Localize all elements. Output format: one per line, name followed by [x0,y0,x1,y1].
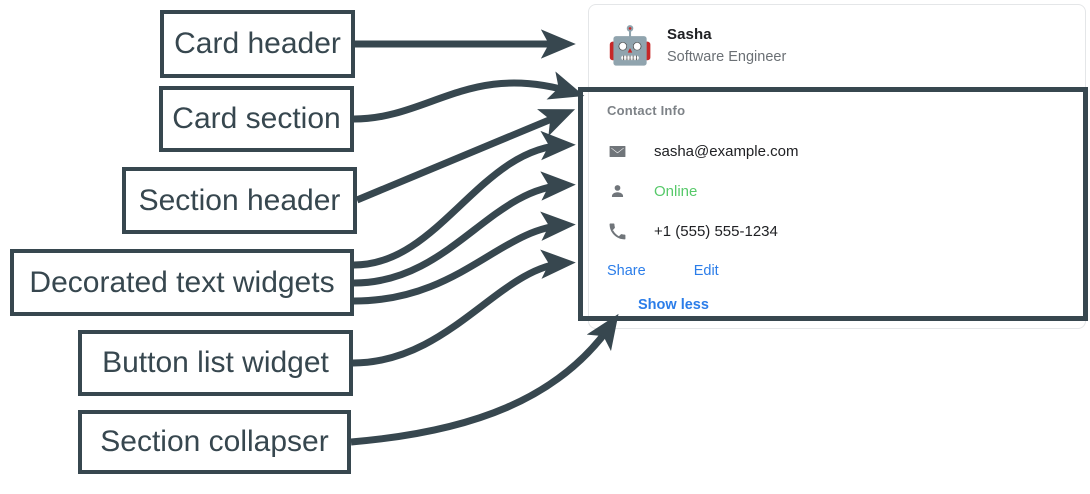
robot-avatar-icon: 🤖 [607,24,654,67]
callout-decorated-text-widgets: Decorated text widgets [10,249,354,316]
section-collapser: Show less [607,289,1085,321]
callout-card-header-label: Card header [174,27,341,60]
arrow-section-header [355,109,576,204]
text-row-status-value: Online [654,182,698,200]
text-row-phone: +1 (555) 555-1234 [607,211,1085,251]
card-header-subtitle: Software Engineer [667,49,787,66]
card-section: Contact Info sasha@example.com Online [589,87,1085,321]
card-header-text: Sasha Software Engineer [667,24,786,69]
section-header-contact-info: Contact Info [607,103,686,118]
person-icon [607,181,627,201]
edit-button[interactable]: Edit [693,263,719,279]
profile-card: 🤖 Sasha Software Engineer Contact Info s… [588,4,1086,329]
callout-section-collapser: Section collapser [78,410,351,474]
show-less-button[interactable]: Show less [638,297,709,313]
arrow-decorated-email [353,130,576,269]
callout-button-list-widget: Button list widget [78,330,353,396]
callout-button-list-widget-label: Button list widget [102,346,329,379]
email-icon [607,141,627,161]
callout-section-collapser-label: Section collapser [100,425,329,458]
card-header-title: Sasha [667,25,712,43]
callout-card-section-label: Card section [172,102,341,135]
arrow-decorated-phone [353,211,576,305]
callout-section-header: Section header [122,167,357,234]
arrow-button-list [352,249,576,367]
callout-card-section: Card section [159,86,354,152]
arrow-decorated-status [353,171,576,287]
card-header: 🤖 Sasha Software Engineer [589,5,1085,87]
text-row-email-value: sasha@example.com [654,142,799,160]
share-button[interactable]: Share [607,263,646,279]
arrow-section-collapser [350,313,619,446]
callout-decorated-text-widgets-label: Decorated text widgets [29,265,335,299]
text-row-status: Online [607,171,1085,211]
callout-card-header: Card header [160,10,355,78]
text-row-phone-value: +1 (555) 555-1234 [654,222,778,240]
button-list-widget: Share Edit [607,253,1085,289]
phone-icon [607,221,627,241]
callout-section-header-label: Section header [138,183,341,217]
arrow-card-section [353,71,585,123]
text-row-email: sasha@example.com [607,131,1085,171]
